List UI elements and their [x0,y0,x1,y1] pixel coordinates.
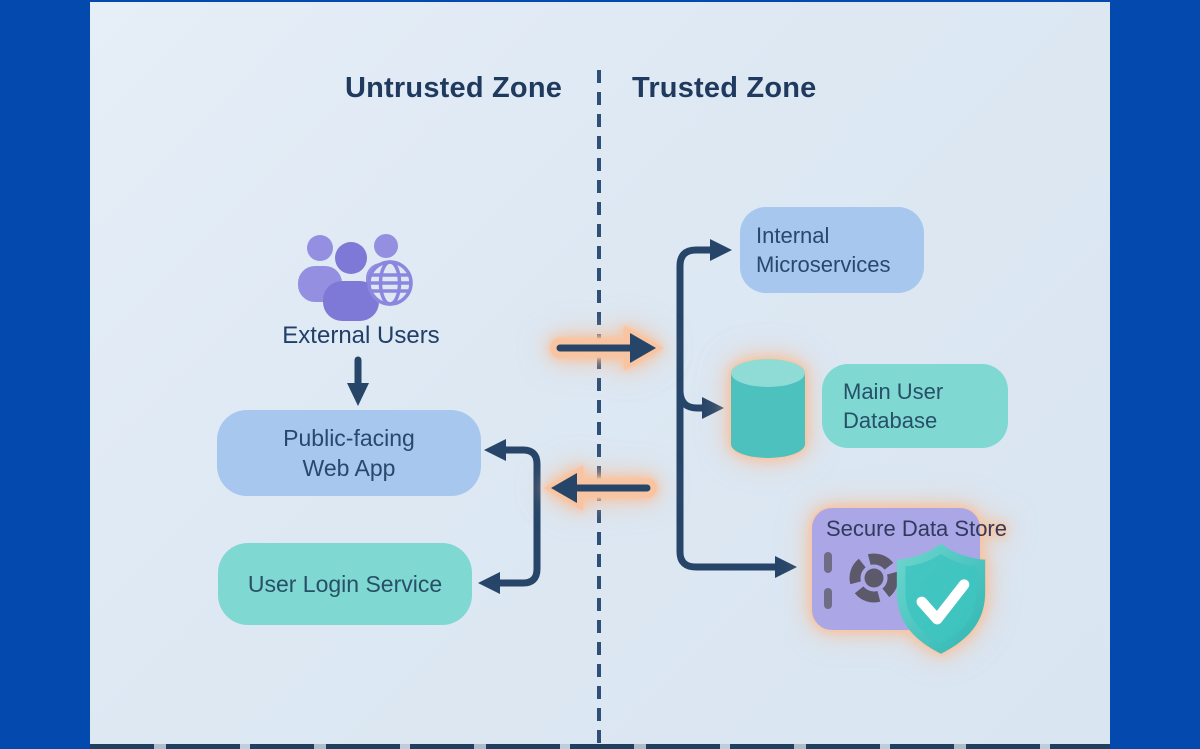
untrusted-zone-title: Untrusted Zone [345,72,563,104]
trusted-zone-title: Trusted Zone [632,72,817,104]
users-globe-icon [298,234,413,321]
microservices-label-line2: Microservices [756,252,891,277]
login-service-label: User Login Service [247,571,443,597]
external-users-label: External Users [282,322,440,349]
main-database-label-line1: Main User [843,379,944,404]
zone-divider-dashed-line [597,70,601,747]
safe-hinge-icon [824,552,832,573]
node-user-login-service: User Login Service [218,543,472,625]
node-internal-microservices: Internal Microservices [740,207,924,293]
safe-hinge-icon [824,588,832,609]
secure-store-label: Secure Data Store [826,516,1007,541]
main-database-label-line2: Database [843,408,938,433]
globe-icon [367,260,413,306]
database-cylinder-icon [725,356,811,462]
bottom-edge-strip [90,744,1110,749]
node-main-user-database: Main User Database [822,364,1008,448]
microservices-label-line1: Internal [756,223,830,248]
checkmark-icon [916,579,970,625]
shield-check-icon [896,543,986,654]
safe-dial-icon [849,553,899,603]
web-app-label-line2: Web App [302,455,396,481]
node-public-web-app: Public-facing Web App [217,410,481,496]
web-app-label-line1: Public-facing [283,425,415,451]
node-secure-data-store: Secure Data Store [798,496,1010,672]
